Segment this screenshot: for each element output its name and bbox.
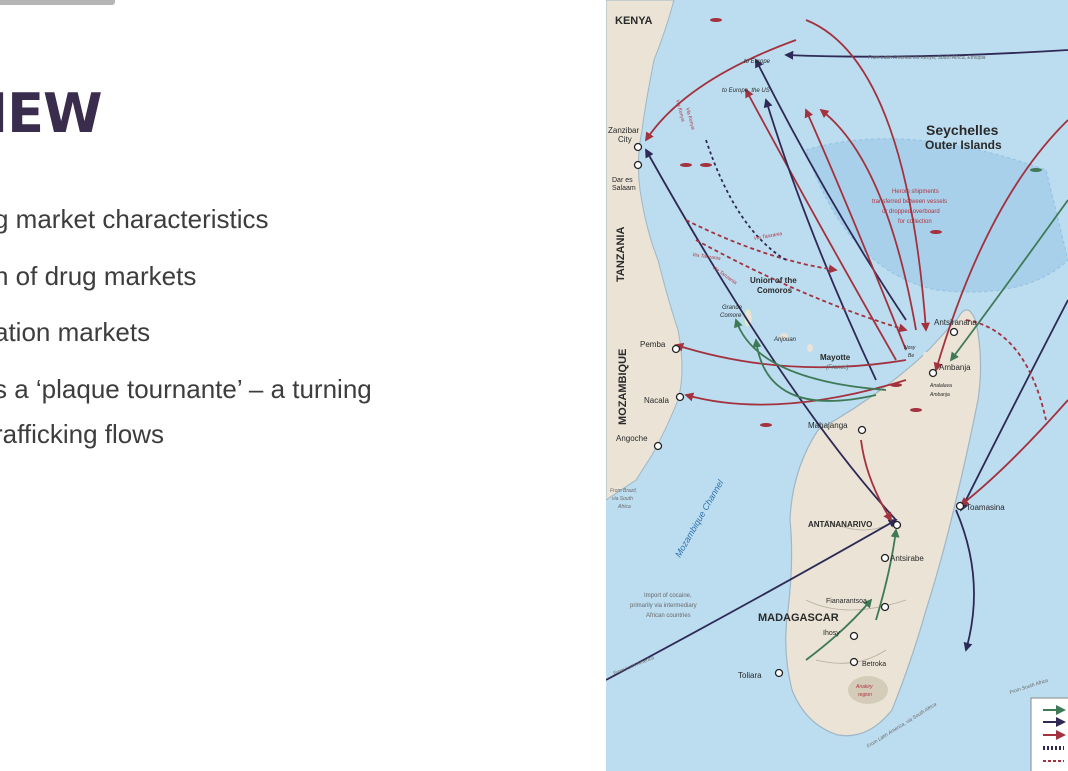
note-heroin-1: Heroin shipments — [892, 189, 939, 195]
slide-title: IEW — [0, 82, 103, 145]
label-ihosy: Ihosy — [823, 630, 840, 637]
label-kenya: KENYA — [615, 15, 653, 27]
note-import-2: primarily via intermediary — [630, 603, 697, 609]
map-svg: KENYA TANZANIA MOZAMBIQUE MADAGASCAR Sey… — [606, 0, 1068, 771]
mayotte-island — [807, 344, 813, 352]
label-nacala: Nacala — [644, 396, 669, 405]
anjouan-island — [780, 333, 788, 339]
nosy-be-island — [923, 352, 929, 358]
label-dar: Dar es — [612, 177, 633, 184]
label-seychelles: Seychelles — [926, 122, 999, 138]
note-heroin-3: or dropped overboard — [882, 209, 940, 215]
boat-markers — [680, 18, 1042, 427]
note-via-tanzania-2: Via Tanzania — [692, 252, 721, 262]
city-dots — [633, 142, 965, 678]
note-from-brazil-2: via South — [612, 496, 633, 502]
note-heroin-2: transferred between vessels — [872, 199, 947, 205]
label-mayotte-france: (France) — [826, 365, 849, 371]
anakiry-region — [848, 676, 888, 704]
label-nosy-be: Nosy — [904, 345, 916, 351]
bullet-item: s a ‘plaque tournante’ – a turning — [0, 374, 372, 404]
map-legend — [1030, 697, 1068, 771]
label-ambanja: Ambanja — [939, 363, 971, 372]
label-toliara: Toliara — [738, 671, 762, 680]
label-grande-comore-2: Comore — [720, 313, 742, 319]
label-zanzibar-2: City — [618, 135, 632, 144]
label-mayotte: Mayotte — [820, 353, 851, 362]
label-madagascar: MADAGASCAR — [758, 612, 839, 624]
grande-comore-island — [743, 308, 753, 328]
label-angoche: Angoche — [616, 434, 648, 443]
note-from-latin-america-kenya: From Latin America via Kenya, South Afri… — [868, 55, 986, 61]
note-to-europe-us: to Europe, the US — [722, 88, 770, 94]
label-mahajanga: Mahajanga — [808, 421, 848, 430]
label-antsirabe: Antsirabe — [890, 554, 924, 563]
note-via-kenya-1: Via Kenya — [674, 99, 686, 123]
top-accent-bar — [0, 0, 115, 5]
label-betroka: Betroka — [862, 661, 886, 668]
label-seychelles-outer: Outer Islands — [925, 138, 1002, 152]
label-toamasina: Toamasina — [966, 503, 1005, 512]
bullet-item: ation markets — [0, 317, 151, 347]
label-anakiry: Anakiry — [855, 684, 873, 690]
label-fianarantsoa: Fianarantsoa — [826, 598, 867, 605]
label-analalava-2: Ambanja — [929, 392, 950, 398]
flow-lines — [606, 19, 1068, 681]
bullet-item: rafficking flows — [0, 419, 165, 449]
label-tanzania: TANZANIA — [615, 227, 627, 282]
note-to-europe: to Europe — [744, 59, 771, 65]
label-grande-comore: Grande — [722, 305, 743, 311]
label-antananarivo: ANTANANARIVO — [808, 520, 872, 529]
label-analalava: Analalava — [929, 383, 952, 389]
label-mozambique: MOZAMBIQUE — [617, 349, 629, 425]
note-import-3: African countries — [646, 613, 691, 619]
label-dar-2: Salaam — [612, 185, 636, 192]
note-import-1: Import of cocaine, — [644, 593, 692, 599]
label-pemba: Pemba — [640, 340, 666, 349]
note-via-tanzania-1: Via Tanzania — [753, 231, 782, 242]
note-heroin-4: for collection — [898, 219, 932, 225]
bullet-item: n of drug markets — [0, 261, 197, 291]
label-anakiry-2: region — [858, 692, 872, 698]
note-from-brazil-1: From Brazil, — [610, 488, 637, 494]
note-via-kenya-2: Via Kenya — [684, 107, 696, 131]
label-comoros: Union of the — [750, 276, 797, 285]
label-comoros-2: Comoros — [757, 286, 793, 295]
note-from-brazil-3: Africa — [617, 504, 631, 510]
label-zanzibar: Zanzibar — [608, 126, 639, 135]
label-anjouan: Anjouan — [773, 337, 797, 343]
bullet-item: g market characteristics — [0, 204, 269, 234]
label-antsiranana: Antsiranana — [934, 318, 977, 327]
madagascar-island — [785, 309, 982, 737]
trafficking-map: KENYA TANZANIA MOZAMBIQUE MADAGASCAR Sey… — [606, 0, 1068, 771]
label-nosy-be-2: Be — [908, 353, 914, 359]
